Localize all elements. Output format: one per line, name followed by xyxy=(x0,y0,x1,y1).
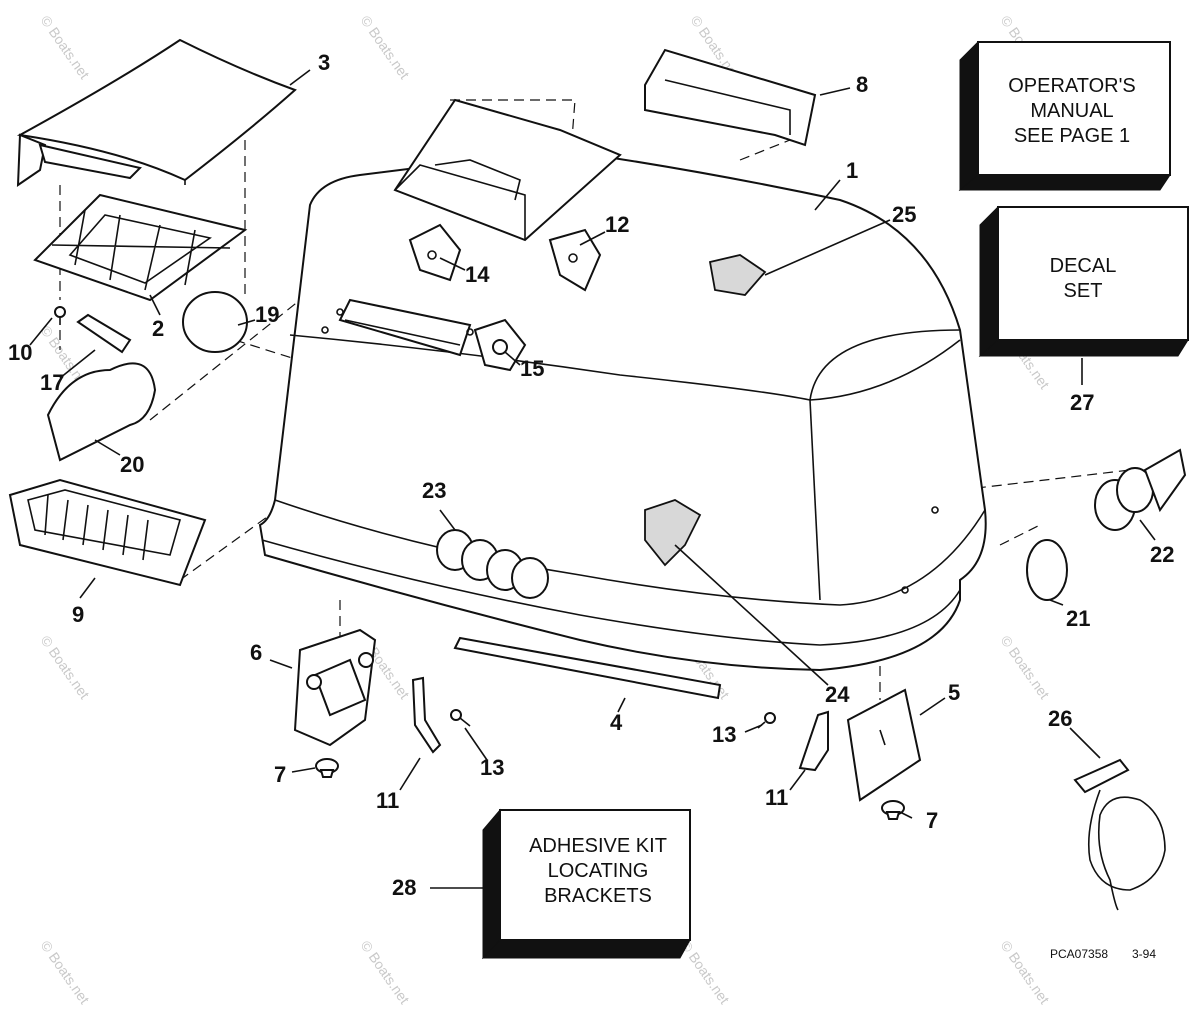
part-19-disc[interactable] xyxy=(182,291,248,353)
part-6-bracket[interactable] xyxy=(293,628,377,747)
part-2-grille-frame[interactable] xyxy=(33,193,248,302)
part-23-discs[interactable] xyxy=(436,529,549,599)
box-adhesive-kit: ADHESIVE KIT LOCATING BRACKETS xyxy=(481,808,691,960)
callout-13: 13 xyxy=(480,755,504,780)
box-decal-set-line1: DECAL xyxy=(1050,255,1117,277)
callout-11: 11 xyxy=(376,788,399,813)
watermark: © Boats.net xyxy=(38,633,93,702)
part-4-seal-strip[interactable] xyxy=(453,636,722,700)
callout-5: 5 xyxy=(948,680,960,705)
box-operators-manual: OPERATOR'S MANUAL SEE PAGE 1 xyxy=(958,40,1171,192)
part-25-decal[interactable] xyxy=(708,254,767,296)
box-decal-set-line2: SET xyxy=(1064,280,1103,302)
callout-1: 1 xyxy=(846,158,858,183)
part-5-plate[interactable] xyxy=(846,688,922,802)
part-20-decal[interactable] xyxy=(46,362,157,462)
box-operators-manual-line2: MANUAL xyxy=(1030,100,1113,122)
watermark: © Boats.net xyxy=(998,633,1053,702)
watermark: © Boats.net xyxy=(38,938,93,1007)
callout-14: 14 xyxy=(465,262,490,287)
callout-12: 12 xyxy=(605,212,629,237)
watermark: © Boats.net xyxy=(358,13,413,82)
part-11-clip[interactable] xyxy=(411,676,442,754)
callouts: 3 1 8 25 2 19 10 17 20 9 12 14 15 23 24 … xyxy=(8,50,1174,900)
top-scoop xyxy=(393,98,622,242)
part-13-screw[interactable] xyxy=(450,709,471,727)
callout-7: 7 xyxy=(274,762,286,787)
part-26-cable[interactable] xyxy=(1073,758,1166,911)
part-3-top-cover[interactable] xyxy=(16,38,297,187)
callout-8: 8 xyxy=(856,72,868,97)
callout-9: 9 xyxy=(72,602,84,627)
callout-6: 6 xyxy=(250,640,262,665)
part-21-disc[interactable] xyxy=(1026,539,1068,601)
part-7-plug[interactable] xyxy=(315,758,339,778)
box-operators-manual-line3: SEE PAGE 1 xyxy=(1014,125,1130,147)
watermark: © Boats.net xyxy=(998,938,1053,1007)
callout-3: 3 xyxy=(318,50,330,75)
part-7-plug[interactable] xyxy=(881,800,905,820)
part-17-seal-strip[interactable] xyxy=(76,313,132,354)
callout-27: 27 xyxy=(1070,390,1094,415)
callout-2: 2 xyxy=(152,316,164,341)
callout-7: 7 xyxy=(926,808,938,833)
callout-24: 24 xyxy=(825,682,850,707)
leader-lines xyxy=(29,69,1156,889)
callout-11: 11 xyxy=(765,785,788,810)
part-11-clip[interactable] xyxy=(798,710,829,772)
part-22-discs[interactable] xyxy=(1094,448,1187,531)
part-8-rear-vent[interactable] xyxy=(644,48,817,147)
callout-28: 28 xyxy=(392,875,416,900)
callout-26: 26 xyxy=(1048,706,1072,731)
box-operators-manual-line1: OPERATOR'S xyxy=(1008,75,1136,97)
callout-21: 21 xyxy=(1066,606,1090,631)
callout-10: 10 xyxy=(8,340,32,365)
box-adhesive-kit-line2: LOCATING xyxy=(548,860,649,882)
callout-22: 22 xyxy=(1150,542,1174,567)
box-adhesive-kit-line1: ADHESIVE KIT xyxy=(529,835,667,857)
part-12-bracket[interactable] xyxy=(548,228,602,292)
callout-25: 25 xyxy=(892,202,916,227)
revision-date: 3-94 xyxy=(1132,947,1156,961)
callout-13: 13 xyxy=(712,722,736,747)
callout-15: 15 xyxy=(520,356,544,381)
callout-20: 20 xyxy=(120,452,144,477)
watermark: © Boats.net xyxy=(38,13,93,82)
part-24-decal[interactable] xyxy=(644,499,702,567)
watermark: © Boats.net xyxy=(358,938,413,1007)
callout-19: 19 xyxy=(255,302,279,327)
footer: PCA07358 3-94 xyxy=(1050,947,1156,961)
part-code: PCA07358 xyxy=(1050,947,1108,961)
box-decal-set: DECAL SET xyxy=(978,205,1189,358)
box-adhesive-kit-line3: BRACKETS xyxy=(544,885,652,907)
callout-23: 23 xyxy=(422,478,446,503)
part-9-vent-grille[interactable] xyxy=(8,478,207,587)
part-10-screw[interactable] xyxy=(54,306,66,325)
callout-17: 17 xyxy=(40,370,64,395)
callout-4: 4 xyxy=(610,710,623,735)
